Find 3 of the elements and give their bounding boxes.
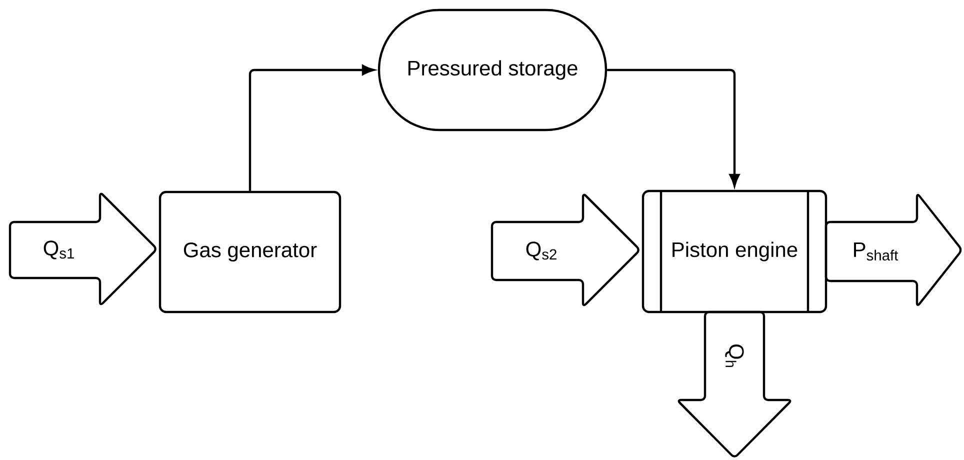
process-box: Piston engine [642,190,828,314]
storage-terminal: Pressured storage [378,8,608,132]
process-box: Gas generator [158,190,342,314]
